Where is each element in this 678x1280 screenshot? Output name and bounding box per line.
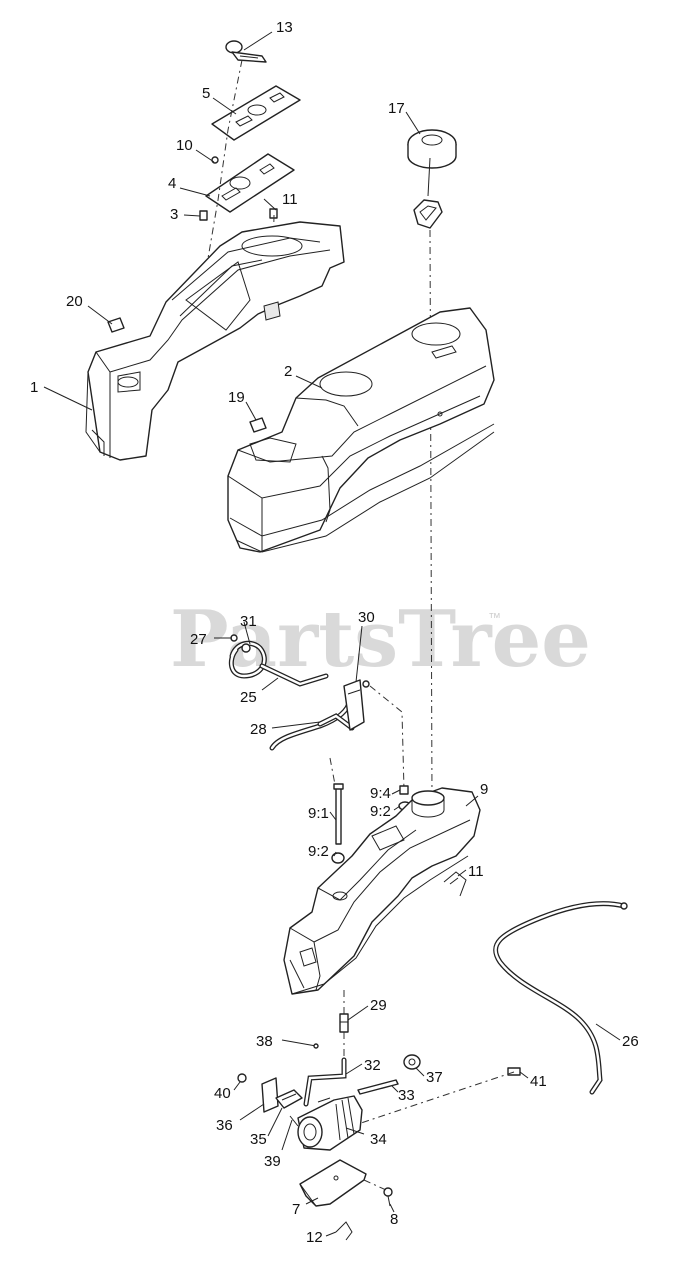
part-32-hose[interactable]: [303, 1057, 347, 1107]
assembly-line-fitting: [369, 685, 405, 791]
part-41-connector[interactable]: [507, 1067, 521, 1076]
callout-13: 13: [276, 19, 293, 36]
callout-20: 20: [66, 293, 83, 310]
assembly-line-tube: [329, 757, 337, 791]
callout-labels: 13 5 10 4 3 11 20 1 17 2 19 31 27 25 30 …: [30, 19, 639, 1246]
callout-1: 1: [30, 379, 38, 396]
callout-9: 9: [480, 781, 488, 798]
callout-41: 41: [530, 1073, 547, 1090]
part-9-4-valve[interactable]: [399, 785, 409, 795]
part-39-clip[interactable]: [289, 1115, 299, 1127]
callout-9-2-lower: 9:2: [308, 843, 329, 860]
callout-39: 39: [264, 1153, 281, 1170]
callout-9-4: 9:4: [370, 785, 391, 802]
callout-30: 30: [358, 609, 375, 626]
part-5-cover-plate[interactable]: [211, 85, 301, 141]
part-4-mount-plate[interactable]: [205, 153, 295, 213]
callout-25: 25: [240, 689, 257, 706]
part-10-screw[interactable]: [211, 156, 219, 164]
part-33-bolt[interactable]: [357, 1079, 399, 1095]
assembly-line-screw-lower: [363, 1179, 387, 1191]
callout-38: 38: [256, 1033, 273, 1050]
part-8-screw[interactable]: [383, 1187, 393, 1207]
part-20-clip[interactable]: [107, 317, 125, 333]
callout-11-lower: 11: [468, 863, 484, 880]
part-26-fuel-line[interactable]: [493, 901, 628, 1095]
callout-33: 33: [398, 1087, 415, 1104]
callout-8: 8: [390, 1211, 398, 1228]
assembly-line-fuel-fill: [429, 229, 433, 801]
callout-29: 29: [370, 997, 387, 1014]
callout-27: 27: [190, 631, 207, 648]
watermark-brand: PartsTree: [170, 594, 591, 685]
part-9-2-grommet-lower[interactable]: [331, 852, 345, 864]
callout-34: 34: [370, 1131, 387, 1148]
callout-35: 35: [250, 1131, 267, 1148]
callout-11-upper: 11: [282, 191, 298, 208]
callout-4: 4: [168, 175, 176, 192]
callout-12: 12: [306, 1229, 323, 1246]
part-19-clip[interactable]: [249, 417, 267, 433]
part-17-fuel-cap[interactable]: [407, 129, 457, 229]
part-38-pin[interactable]: [281, 1039, 319, 1049]
part-40-nut[interactable]: [237, 1073, 247, 1083]
callout-9-1: 9:1: [308, 805, 329, 822]
callout-19: 19: [228, 389, 245, 406]
callout-2: 2: [284, 363, 292, 380]
part-1-console-housing[interactable]: [85, 221, 345, 461]
part-31-fitting[interactable]: [241, 643, 251, 653]
part-37-grommet[interactable]: [403, 1054, 421, 1070]
callout-3: 3: [170, 206, 178, 223]
part-35-filter[interactable]: [275, 1089, 303, 1109]
callout-9-2-upper: 9:2: [370, 803, 391, 820]
callout-32: 32: [364, 1057, 381, 1074]
assembly-line-upper: [205, 59, 243, 271]
part-34-fuel-pump[interactable]: [297, 1095, 363, 1151]
assembly-line-pump: [351, 1071, 515, 1127]
part-29-fitting[interactable]: [339, 1013, 349, 1033]
callout-36: 36: [216, 1117, 233, 1134]
part-3-screw[interactable]: [199, 210, 208, 221]
part-30-fitting[interactable]: [343, 679, 370, 731]
part-28-fuel-hose[interactable]: [269, 697, 355, 751]
callout-17: 17: [388, 100, 405, 117]
callout-31: 31: [240, 613, 257, 630]
part-13-bracket[interactable]: [225, 40, 267, 63]
part-2-console-housing[interactable]: [227, 307, 495, 553]
callout-10: 10: [176, 137, 193, 154]
part-9-fuel-tank[interactable]: [283, 787, 481, 995]
part-12-clamp[interactable]: [335, 1221, 353, 1241]
callout-40: 40: [214, 1085, 231, 1102]
callout-5: 5: [202, 85, 210, 102]
part-11-clip[interactable]: [443, 871, 467, 897]
callout-37: 37: [426, 1069, 443, 1086]
part-36-bracket[interactable]: [261, 1077, 279, 1113]
leader-lines: [43, 31, 621, 1237]
watermark-trademark: ™: [488, 610, 501, 625]
callout-7: 7: [292, 1201, 300, 1218]
part-9-1-pickup-tube[interactable]: [333, 783, 344, 845]
callout-28: 28: [250, 721, 267, 738]
callout-26: 26: [622, 1033, 639, 1050]
part-7-pump-bracket[interactable]: [299, 1159, 367, 1207]
